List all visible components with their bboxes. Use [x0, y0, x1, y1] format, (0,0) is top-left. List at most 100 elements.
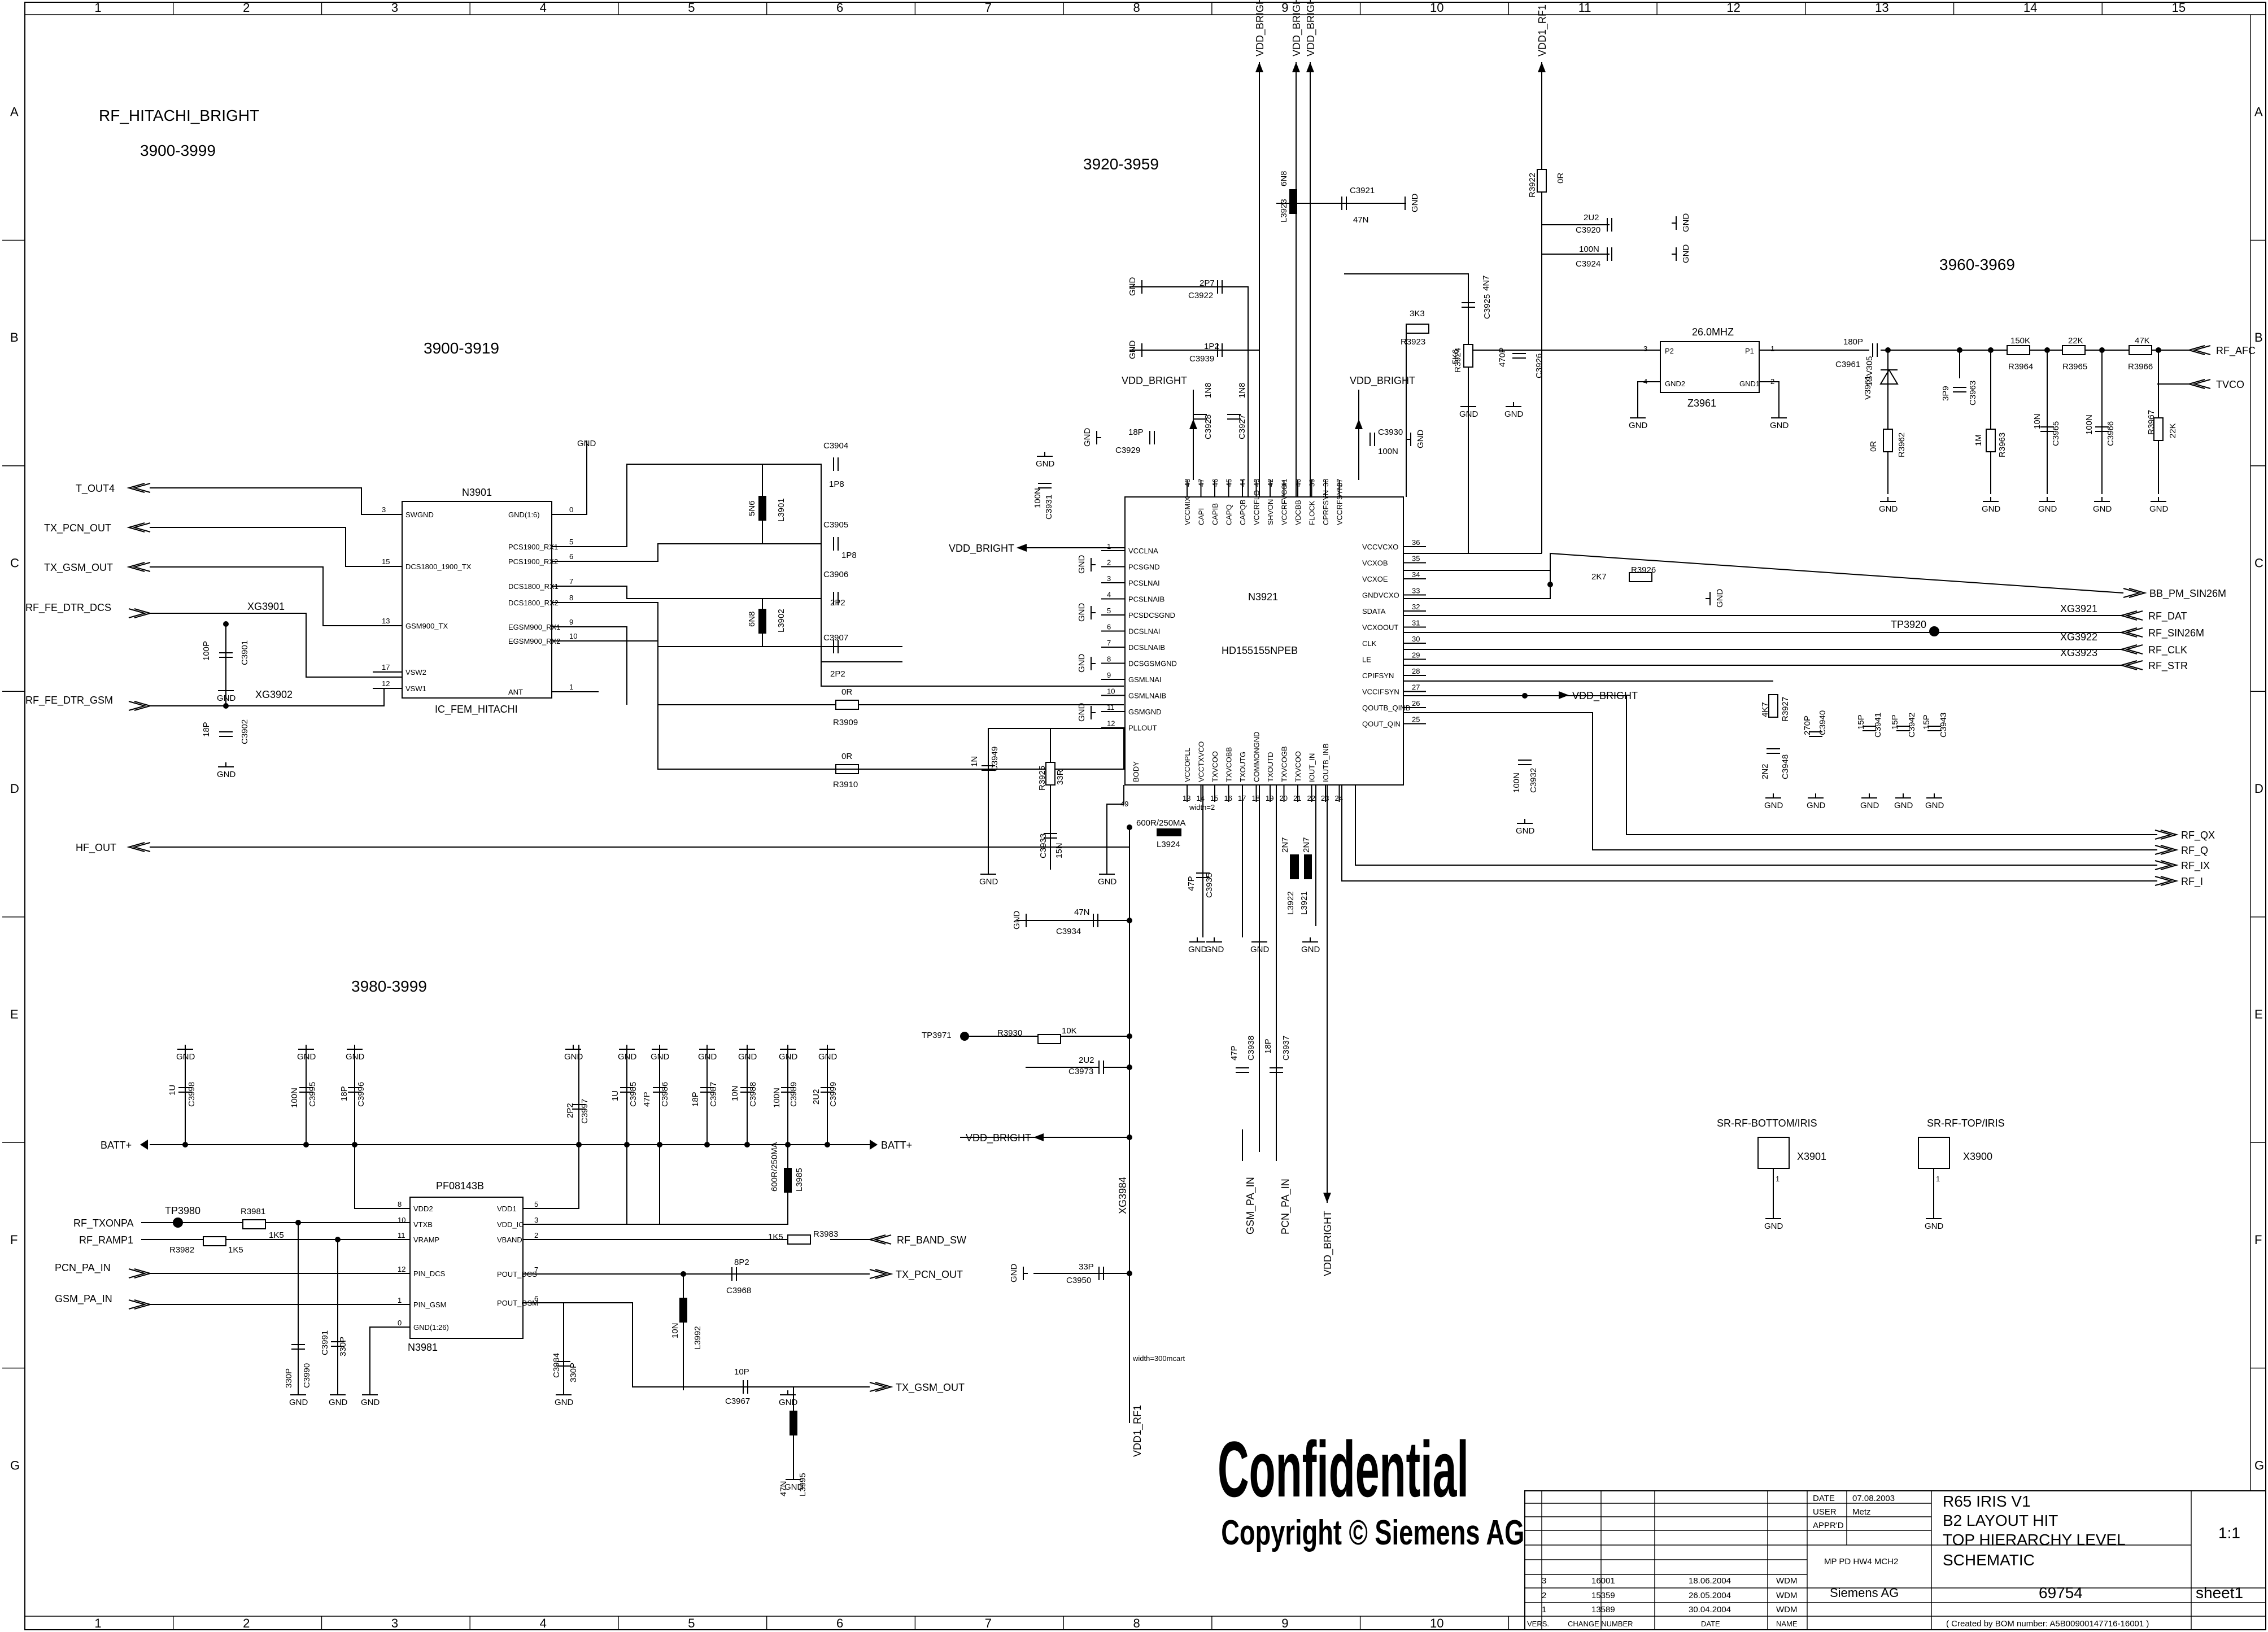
connector-x3901[interactable]: SR-RF-BOTTOM/IRIS X3901 1 [1717, 1118, 1826, 1214]
oscillator-z3961[interactable]: 26.0MHZ Z3961 P2 P1 GND2 GND1 3 1 4 2 [1643, 326, 1774, 409]
ground-icon [1401, 197, 1406, 210]
width-note: width=300mcart [1132, 1354, 1185, 1363]
part-value: 330P [338, 1337, 348, 1356]
port-arrow-icon [127, 522, 151, 533]
column-marker: 2 [243, 1, 250, 15]
fem-ic-n3901[interactable]: N3901 IC_FEM_HITACHI SWGND3DCS1800_1900_… [373, 487, 577, 715]
row-marker: D [2254, 782, 2263, 796]
transceiver-pin-num: 30 [1412, 635, 1420, 643]
port-arrow-icon [2187, 345, 2211, 355]
part-value: 1K5 [228, 1245, 243, 1255]
part-ref: R3966 [2128, 362, 2153, 372]
transceiver-ic-n3921[interactable]: N3921 HD155155NPEB VCCLNA1PCSGND2PCSLNAI… [1101, 479, 1426, 808]
ground-icon [177, 1045, 193, 1050]
transceiver-pin-name: VCCRFSYN [1336, 485, 1344, 525]
ground-label: GND [1879, 504, 1898, 514]
fem-pin-num: 5 [569, 538, 573, 546]
transceiver-pin-num: 35 [1412, 555, 1420, 563]
ground-label: GND [698, 1052, 717, 1062]
port-arrow-icon [2119, 660, 2143, 670]
pa-ic-n3981[interactable]: PF08143B N3981 VDD28VTXB10VRAMP11PIN_DCS… [398, 1180, 538, 1353]
connector-x3900[interactable]: SR-RF-TOP/IRIS X3900 1 [1918, 1118, 2005, 1214]
